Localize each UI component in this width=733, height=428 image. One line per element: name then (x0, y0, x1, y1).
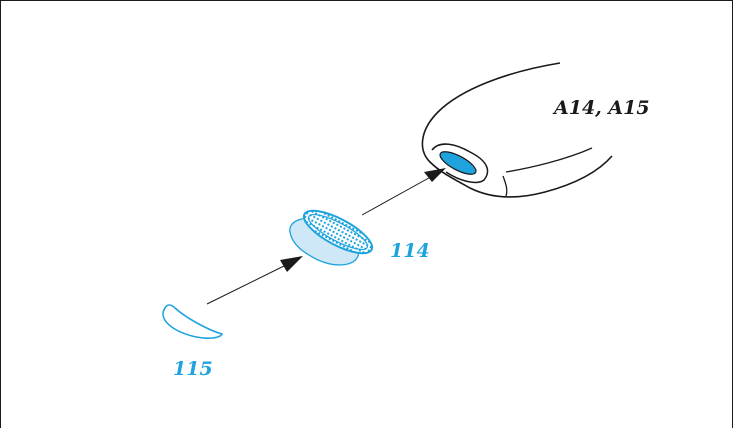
arrow-to-device (361, 168, 446, 216)
label-cap: 115 (173, 358, 213, 380)
mesh-filter-114 (289, 209, 374, 266)
label-mesh-filter: 114 (390, 240, 430, 262)
arrow-to-filter (206, 256, 303, 305)
cap-115 (162, 304, 224, 339)
label-device: A14, A15 (552, 97, 650, 119)
device-body (421, 62, 613, 198)
insertion-slot (439, 151, 477, 175)
